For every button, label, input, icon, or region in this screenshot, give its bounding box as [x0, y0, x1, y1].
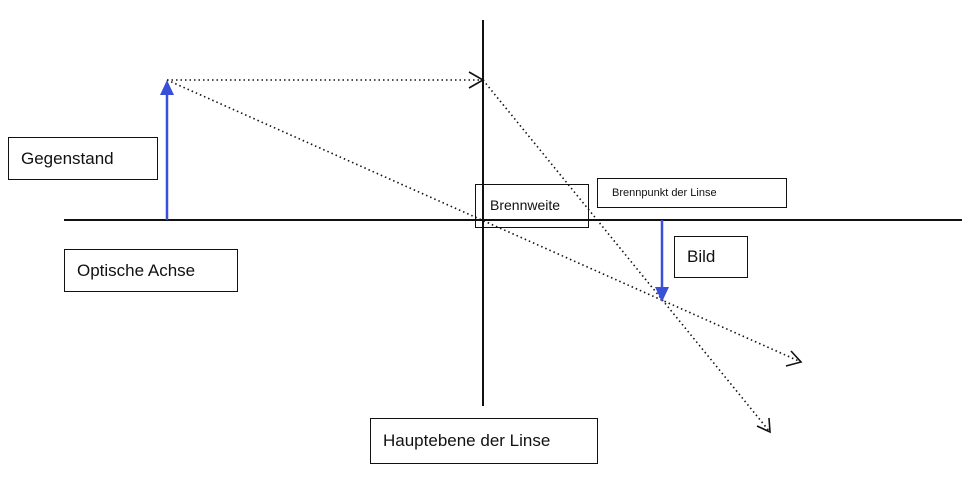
focal-point-label-text: Brennpunkt der Linse	[612, 187, 717, 199]
refracted-ray-arrowhead	[756, 417, 771, 434]
object-arrow-head	[160, 80, 174, 95]
parallel-ray-arrowhead	[468, 71, 485, 89]
optical-axis-label-text: Optische Achse	[77, 260, 196, 280]
object-label-text: Gegenstand	[21, 148, 114, 168]
image-label: Bild	[674, 236, 748, 278]
image-arrow-head	[655, 287, 669, 302]
central-ray	[166, 79, 802, 363]
focal-length-label: Brennweite	[475, 184, 589, 228]
principal-plane-label: Hauptebene der Linse	[370, 418, 598, 464]
central-ray-arrowhead	[785, 350, 803, 367]
optical-axis-label: Optische Achse	[64, 249, 238, 292]
image-label-text: Bild	[687, 247, 716, 266]
focal-point-label: Brennpunkt der Linse	[597, 178, 787, 208]
principal-plane-label-text: Hauptebene der Linse	[383, 431, 551, 450]
focal-length-label-text: Brennweite	[490, 197, 561, 213]
refracted-ray	[482, 79, 771, 433]
object-label: Gegenstand	[8, 137, 158, 180]
